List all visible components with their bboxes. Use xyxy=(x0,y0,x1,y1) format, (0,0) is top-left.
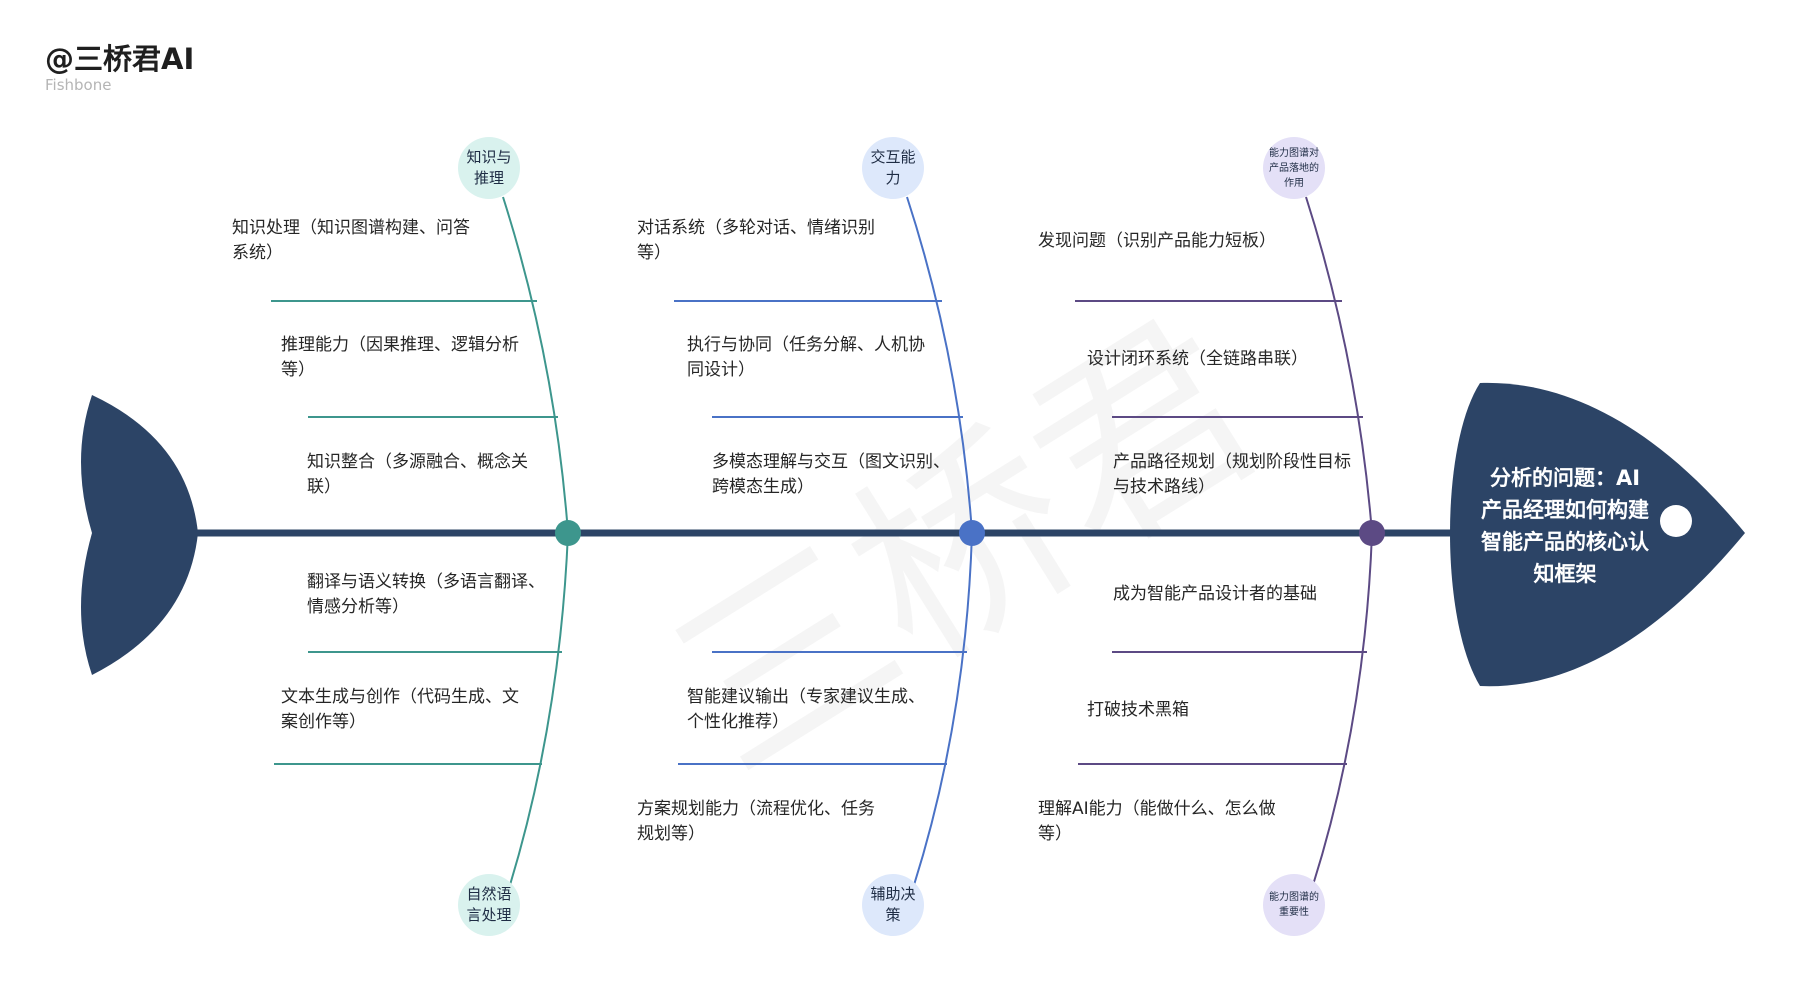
cause-label[interactable]: 对话系统（多轮对话、情绪识别等） xyxy=(637,218,875,263)
fish-eye xyxy=(1660,505,1692,537)
cause-label[interactable]: 设计闭环系统（全链路串联） xyxy=(1087,349,1308,369)
cause-label[interactable]: 翻译与语义转换（多语言翻译、情感分析等） xyxy=(307,572,545,617)
cause-label[interactable]: 智能建议输出（专家建议生成、个性化推荐） xyxy=(687,687,925,732)
joint-c1 xyxy=(555,520,581,546)
category-node-interaction[interactable]: 交互能力 xyxy=(862,137,924,199)
cause-label[interactable]: 执行与协同（任务分解、人机协同设计） xyxy=(687,335,925,380)
cause-label[interactable]: 理解AI能力（能做什么、怎么做等） xyxy=(1038,799,1276,844)
joint-c3 xyxy=(1359,520,1385,546)
bone-c3-bottom xyxy=(1312,532,1373,886)
cause-label[interactable]: 成为智能产品设计者的基础 xyxy=(1113,584,1317,604)
problem-statement[interactable]: 分析的问题：AI产品经理如何构建智能产品的核心认知框架 xyxy=(1481,466,1649,586)
cause-label[interactable]: 多模态理解与交互（图文识别、跨模态生成） xyxy=(712,452,950,497)
cause-label[interactable]: 发现问题（识别产品能力短板） xyxy=(1038,231,1276,251)
fish-tail xyxy=(81,395,198,675)
category-node-decision-support[interactable]: 辅助决策 xyxy=(862,874,924,936)
cause-label[interactable]: 知识处理（知识图谱构建、问答系统） xyxy=(232,218,470,263)
diagram-type-label: Fishbone xyxy=(45,76,112,94)
joint-c2 xyxy=(959,520,985,546)
cause-label[interactable]: 打破技术黑箱 xyxy=(1087,700,1189,720)
bone-c1-top xyxy=(502,196,569,534)
bone-c3-top xyxy=(1305,196,1373,534)
category-node-nlp[interactable]: 自然语言处理 xyxy=(458,874,520,936)
cause-label[interactable]: 方案规划能力（流程优化、任务规划等） xyxy=(637,799,875,844)
bone-c2-top xyxy=(906,196,973,534)
category-node-importance[interactable]: 能力图谱的重要性 xyxy=(1263,874,1325,936)
cause-label[interactable]: 知识整合（多源融合、概念关联） xyxy=(307,452,528,497)
cause-label[interactable]: 文本生成与创作（代码生成、文案创作等） xyxy=(281,687,519,732)
cause-label[interactable]: 推理能力（因果推理、逻辑分析等） xyxy=(281,335,519,380)
fish-head xyxy=(1450,382,1745,687)
cause-label[interactable]: 产品路径规划（规划阶段性目标与技术路线） xyxy=(1113,452,1351,497)
brand-title: @三桥君AI xyxy=(45,42,195,76)
category-node-landing-role[interactable]: 能力图谱对产品落地的作用 xyxy=(1263,137,1325,199)
bone-c2-bottom xyxy=(913,532,973,886)
bone-c1-bottom xyxy=(509,532,569,886)
category-node-knowledge-reasoning[interactable]: 知识与推理 xyxy=(458,137,520,199)
